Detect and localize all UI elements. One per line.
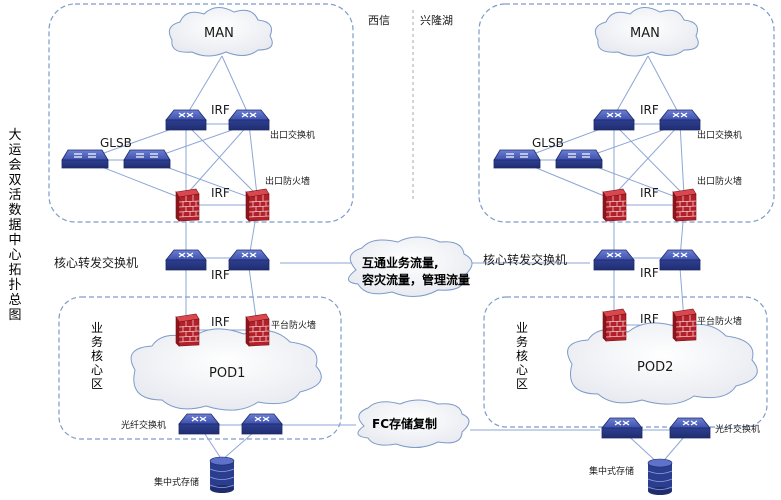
central-storage-left: [209, 456, 235, 494]
exit-switch-label-right: 出口交换机: [697, 131, 743, 141]
biz-core-label-right: 业务核心区: [515, 321, 528, 391]
left-dc-zone: [48, 3, 354, 223]
interconnect-cloud: [348, 236, 473, 297]
man-label-right: MAN: [630, 26, 660, 41]
core-switch-label-left: 核心转发交换机: [54, 256, 139, 270]
glsb-switch-right-1: [493, 149, 541, 169]
irf-label-left-fw: IRF: [211, 186, 230, 200]
fiber-switch-label-right: 光纤交换机: [715, 425, 761, 435]
man-cloud-right: [594, 7, 699, 57]
core-switch-right-2: [659, 249, 701, 271]
fc-cloud: [357, 399, 470, 448]
diagram-title: 大运会双活数据中心拓扑总图: [8, 128, 22, 323]
platform-firewall-label-right: 平台防火墙: [697, 317, 743, 327]
site-label-left: 西信: [368, 14, 390, 27]
core-switch-left-2: [228, 249, 270, 271]
irf-label-left-exit: IRF: [211, 103, 230, 117]
core-switch-left-1: [165, 249, 207, 271]
man-cloud-left: [168, 7, 273, 57]
right-dc-zone: [478, 3, 775, 223]
pod2-label: POD2: [637, 360, 674, 375]
left-biz-zone: [58, 296, 342, 440]
exit-switch-left-2: [228, 109, 270, 131]
fc-replication-label: FC存储复制: [372, 417, 438, 431]
man-label-left: MAN: [204, 26, 234, 41]
irf-label-left-core: IRF: [211, 268, 230, 282]
platform-firewall-label-left: 平台防火墙: [271, 321, 317, 331]
irf-label-right-fw: IRF: [640, 186, 659, 200]
platform-firewall-right-1: [602, 308, 627, 342]
core-switch-label-right: 核心转发交换机: [483, 253, 568, 267]
biz-core-label-left: 业务核心区: [90, 321, 103, 391]
glsb-label-right: GLSB: [532, 136, 564, 150]
fiber-switch-right-1: [601, 417, 643, 439]
exit-firewall-right-2: [672, 188, 697, 222]
exit-switch-left-1: [165, 109, 207, 131]
exit-switch-label-left: 出口交换机: [270, 131, 316, 141]
pod1-label: POD1: [209, 366, 246, 381]
exit-switch-right-2: [659, 109, 701, 131]
exit-firewall-right-1: [602, 188, 627, 222]
interconnect-traffic-line1: 互通业务流量,: [362, 256, 439, 270]
exit-firewall-left-2: [245, 188, 270, 222]
fiber-switch-left-2: [241, 413, 283, 435]
platform-firewall-right-2: [672, 308, 697, 342]
irf-label-right-core: IRF: [640, 266, 659, 280]
central-storage-label-left: 集中式存储: [154, 478, 200, 488]
platform-firewall-left-1: [175, 313, 200, 347]
exit-switch-right-1: [593, 109, 635, 131]
glsb-switch-right-2: [555, 149, 603, 169]
core-switch-right-1: [593, 249, 635, 271]
central-storage-right: [647, 458, 673, 496]
fiber-switch-right-2: [669, 417, 711, 439]
irf-label-left-platform: IRF: [211, 315, 230, 329]
exit-firewall-label-right: 出口防火墙: [697, 177, 743, 187]
platform-firewall-left-2: [245, 313, 270, 347]
exit-firewall-label-left: 出口防火墙: [265, 177, 311, 187]
glsb-switch-left-1: [61, 149, 109, 169]
fiber-switch-label-left: 光纤交换机: [121, 421, 167, 431]
site-label-right: 兴隆湖: [420, 14, 453, 27]
irf-label-right-platform: IRF: [640, 312, 659, 326]
irf-label-right-exit: IRF: [640, 103, 659, 117]
fiber-switch-left-1: [178, 413, 220, 435]
central-storage-label-right: 集中式存储: [589, 467, 635, 477]
interconnect-traffic-line2: 容灾流量，管理流量: [362, 273, 471, 287]
glsb-label-left: GLSB: [100, 136, 132, 150]
glsb-switch-left-2: [123, 149, 171, 169]
exit-firewall-left-1: [175, 188, 200, 222]
